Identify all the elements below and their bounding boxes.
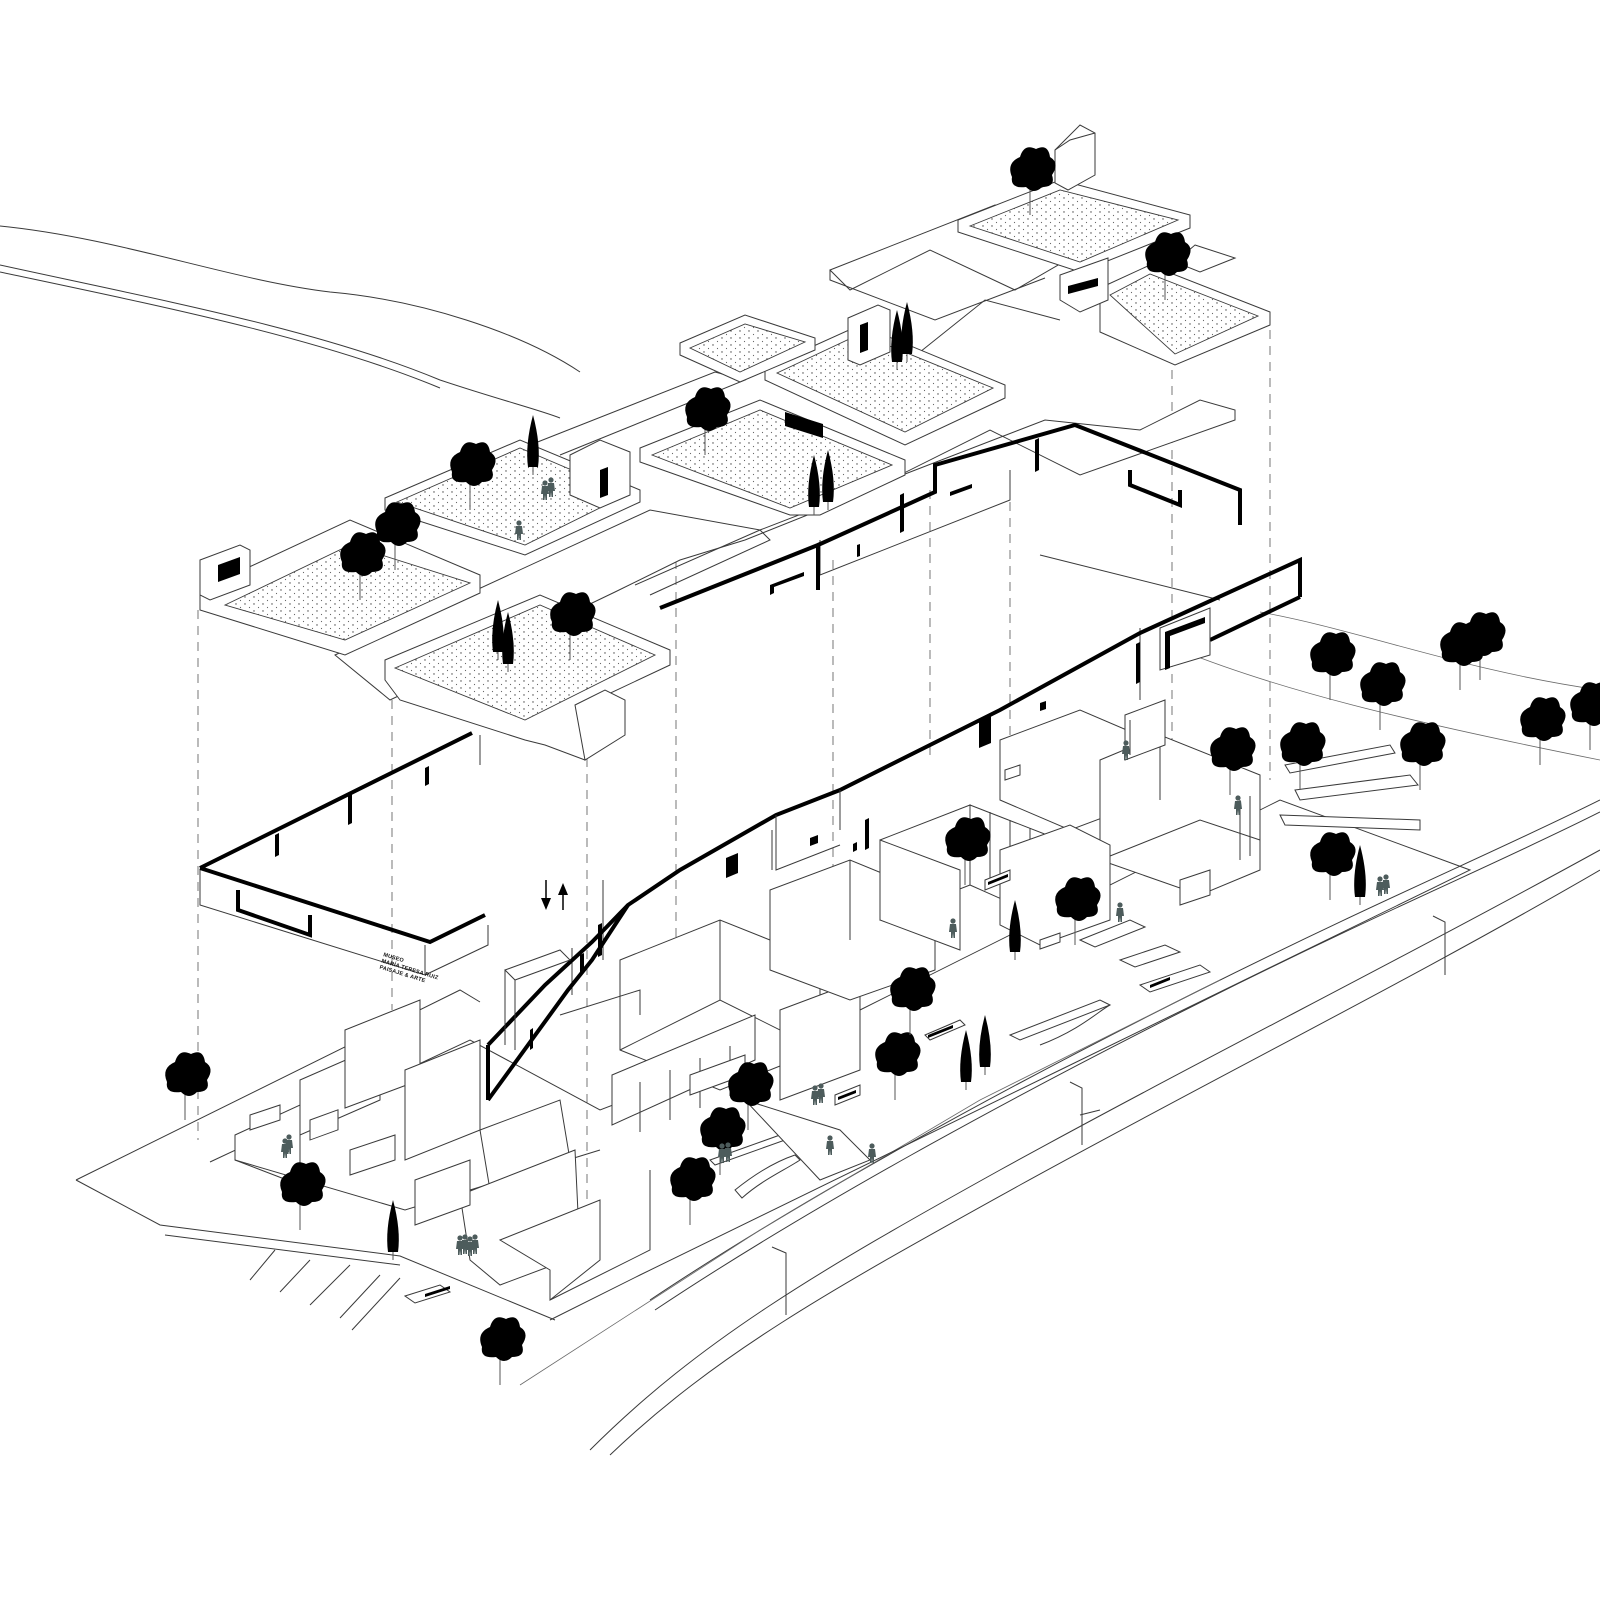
roof-garden-c — [384, 439, 641, 556]
roof-garden-h — [1059, 244, 1271, 366]
roof-garden-f — [679, 314, 816, 383]
facade-sign: MUSEO MARÍA TERESA RUIZ PAISAJE & ARTE — [379, 952, 440, 984]
arrow-up-icon — [558, 883, 568, 910]
person-icon — [1382, 874, 1390, 894]
tree-icon — [526, 414, 540, 476]
street-lamps — [771, 915, 1446, 1315]
tree-icon — [479, 1316, 527, 1386]
tree-icon — [1569, 681, 1600, 751]
terrain-contours — [0, 225, 1600, 761]
tree-icon — [1353, 844, 1367, 906]
tree-icon — [959, 1029, 973, 1091]
tree-icon — [890, 309, 904, 371]
ground-level — [164, 611, 1600, 1386]
tree-icon — [669, 1156, 717, 1226]
tree-icon — [874, 1031, 922, 1101]
road — [519, 799, 1600, 1456]
tree-icon — [1309, 631, 1357, 701]
tree-icon — [1279, 721, 1327, 791]
tree-icon — [1359, 661, 1407, 731]
tree-icon — [1439, 621, 1487, 691]
tree-icon — [978, 1014, 992, 1076]
tree-icon — [1519, 696, 1567, 766]
roof-garden-b — [384, 594, 671, 761]
person-icon — [1116, 902, 1124, 922]
person-icon — [817, 1083, 825, 1103]
tree-icon — [1309, 831, 1357, 901]
tree-icon — [386, 1199, 400, 1261]
tree-icon — [164, 1051, 212, 1121]
arrow-down-icon — [541, 880, 551, 910]
roof-level — [199, 124, 1271, 761]
roof-garden-a — [199, 519, 481, 656]
roof-garden-e — [764, 304, 1006, 446]
